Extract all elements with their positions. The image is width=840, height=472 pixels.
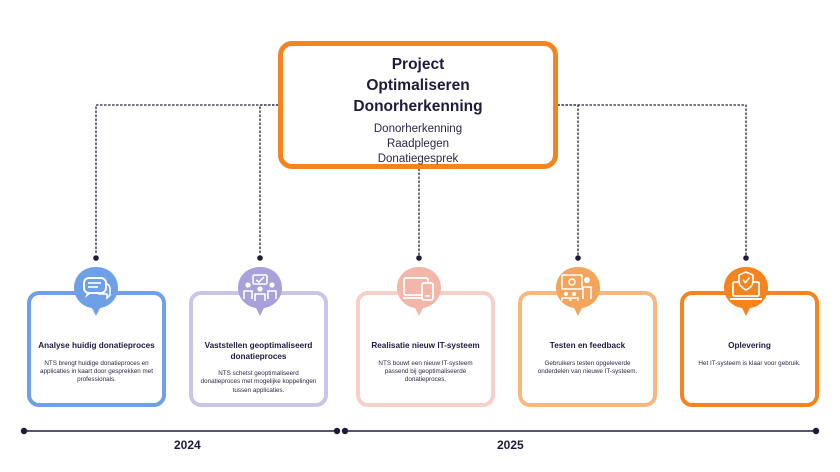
project-sub-line: Raadplegen (386, 138, 450, 150)
phase-title: Vaststellen geoptimaliseerd donatieproce… (204, 341, 313, 361)
phase-title: Testen en feedback (549, 341, 626, 350)
project-title-line: Optimaliseren (366, 77, 470, 94)
project-box: Project Optimaliseren Donorherkenning Do… (278, 41, 558, 169)
project-title-line: Donorherkenning (353, 98, 483, 115)
project-title-line: Project (391, 56, 445, 73)
team-meeting-icon (238, 267, 282, 316)
connector-2 (259, 104, 279, 256)
phase-description: Gebruikers testen opgeleverde onderdelen… (537, 359, 638, 375)
timeline-dot (333, 427, 341, 435)
laptop-shield-icon (724, 267, 768, 316)
project-sub-line: Donorherkenning (373, 123, 463, 135)
phase-title: Realisatie nieuw IT-systeem (371, 341, 480, 350)
project-subtitle: Donorherkenning Raadplegen Donatiegespre… (283, 122, 553, 167)
connector-5 (557, 104, 747, 256)
phase-title: Oplevering (728, 341, 771, 350)
chat-bubbles-icon (74, 267, 118, 316)
phase-description: NTS brengt huidige donatieproces en appl… (39, 359, 154, 384)
presentation-icon (556, 267, 600, 316)
phase-description: Het IT-systeem is klaar voor gebruik. (698, 359, 801, 367)
timeline-end-dot (812, 427, 820, 435)
phase-title: Analyse huidig donatieproces (38, 341, 155, 350)
timeline-start-dot (20, 427, 28, 435)
timeline-dot (341, 427, 349, 435)
project-title: Project Optimaliseren Donorherkenning (283, 54, 553, 117)
phase-description: NTS schetst geoptimaliseerd donatieproce… (200, 370, 317, 394)
devices-icon (397, 267, 441, 316)
project-sub-line: Donatiegesprek (377, 153, 459, 165)
year-label-2025: 2025 (497, 438, 524, 452)
phase-description: NTS bouwt een nieuw IT-systeem passend b… (378, 359, 473, 384)
connector-1 (95, 104, 279, 256)
year-label-2024: 2024 (174, 438, 201, 452)
